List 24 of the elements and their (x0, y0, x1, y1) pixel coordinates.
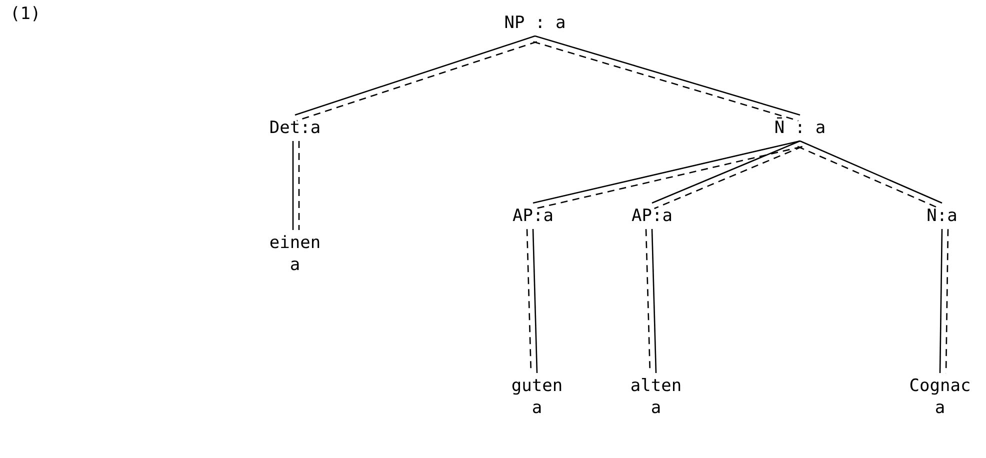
node-label: N:a (926, 205, 958, 227)
feature-label: a (934, 397, 946, 419)
tree-branch (292, 141, 294, 230)
node-label: Det:a (269, 117, 321, 139)
tree-branch (532, 228, 538, 374)
tree-branch (532, 140, 800, 204)
tree-branch (800, 140, 942, 204)
dashed-line (298, 141, 300, 230)
tree-branch (652, 140, 800, 204)
node-label: alten (630, 375, 682, 397)
feature-label: a (650, 397, 662, 419)
node-label: Cognac (909, 375, 971, 397)
feature-label: a (530, 397, 544, 419)
tree-branch (939, 229, 943, 373)
example-number: (1) (10, 4, 41, 24)
node-label: AP:a (632, 205, 672, 227)
node-label: AP:a (512, 205, 554, 227)
node-label: einen (269, 232, 321, 254)
dashed-line (654, 146, 803, 210)
node-label: NP : a (504, 12, 566, 34)
feature-label: a (288, 254, 302, 276)
tree-branch (651, 228, 657, 374)
node-label: guten (511, 375, 563, 397)
node-label: N̄ : a (774, 117, 826, 139)
